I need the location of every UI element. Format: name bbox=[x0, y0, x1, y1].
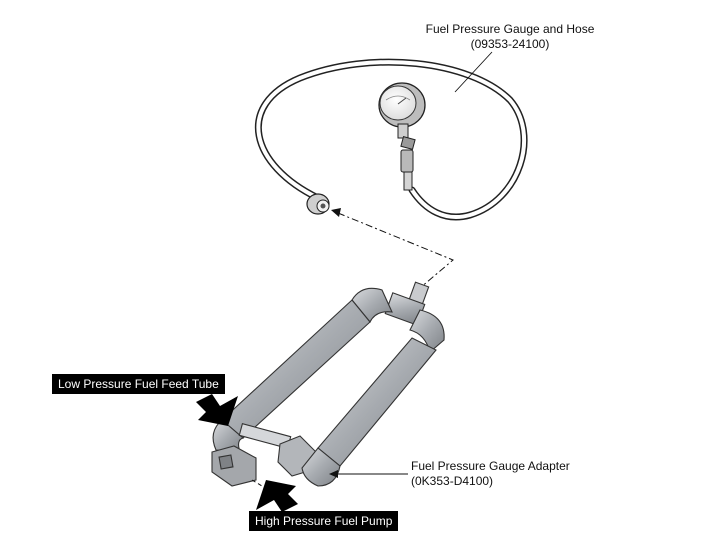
high-pressure-fuel-pump-tag: High Pressure Fuel Pump bbox=[249, 511, 399, 531]
gauge-adapter-name: Fuel Pressure Gauge Adapter bbox=[411, 459, 570, 473]
connection-arrowhead bbox=[331, 208, 341, 217]
gauge-hose bbox=[255, 58, 528, 221]
gauge-leader-line bbox=[454, 51, 493, 93]
gauge-adapter bbox=[211, 281, 445, 487]
high-pressure-arrow bbox=[256, 480, 298, 512]
gauge-adapter-label: Fuel Pressure Gauge Adapter (0K353-D4100… bbox=[411, 459, 570, 489]
connection-line bbox=[337, 212, 454, 289]
gauge-adapter-part-number: (0K353-D4100) bbox=[411, 474, 494, 488]
low-pressure-arrow bbox=[196, 394, 238, 426]
pump-connection-line bbox=[251, 479, 273, 493]
adapter-leader-arrowhead bbox=[329, 470, 338, 478]
low-pressure-fuel-feed-tube-tag: Low Pressure Fuel Feed Tube bbox=[52, 374, 225, 394]
gauge-hose-name: Fuel Pressure Gauge and Hose bbox=[425, 22, 595, 36]
gauge-hose-label: Fuel Pressure Gauge and Hose (09353-2410… bbox=[415, 22, 605, 52]
gauge-hose-part-number: (09353-24100) bbox=[470, 37, 550, 51]
hose-end-fitting bbox=[306, 193, 330, 215]
pressure-gauge bbox=[378, 82, 426, 191]
